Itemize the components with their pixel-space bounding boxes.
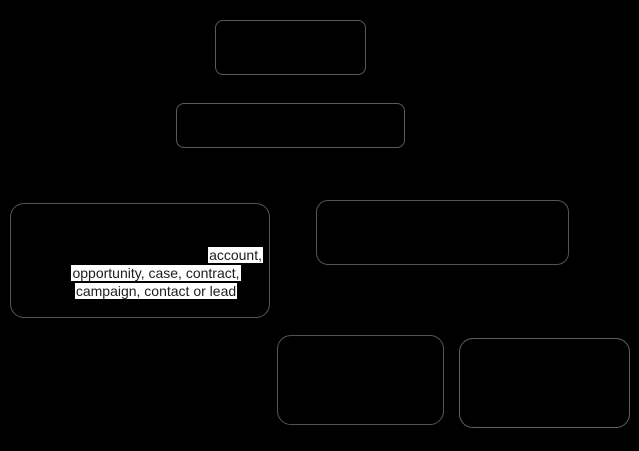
- highlight-line-3-text: campaign, contact or lead: [74, 283, 238, 299]
- highlight-line-3: campaign, contact or lead: [49, 282, 263, 300]
- bottom-middle-node: [277, 335, 444, 425]
- highlighted-text-block: account, opportunity, case, contract, ca…: [49, 246, 263, 300]
- highlight-line-1-text: account,: [208, 247, 263, 263]
- highlight-line-1: account,: [49, 246, 263, 264]
- second-level-node: [176, 103, 405, 148]
- left-branch-node: account, opportunity, case, contract, ca…: [10, 203, 270, 318]
- right-branch-node: [316, 200, 569, 265]
- highlight-line-2: opportunity, case, contract,: [49, 264, 263, 282]
- highlight-line-2-text: opportunity, case, contract,: [71, 265, 241, 281]
- root-node: [215, 20, 366, 75]
- bottom-right-node: [459, 338, 630, 428]
